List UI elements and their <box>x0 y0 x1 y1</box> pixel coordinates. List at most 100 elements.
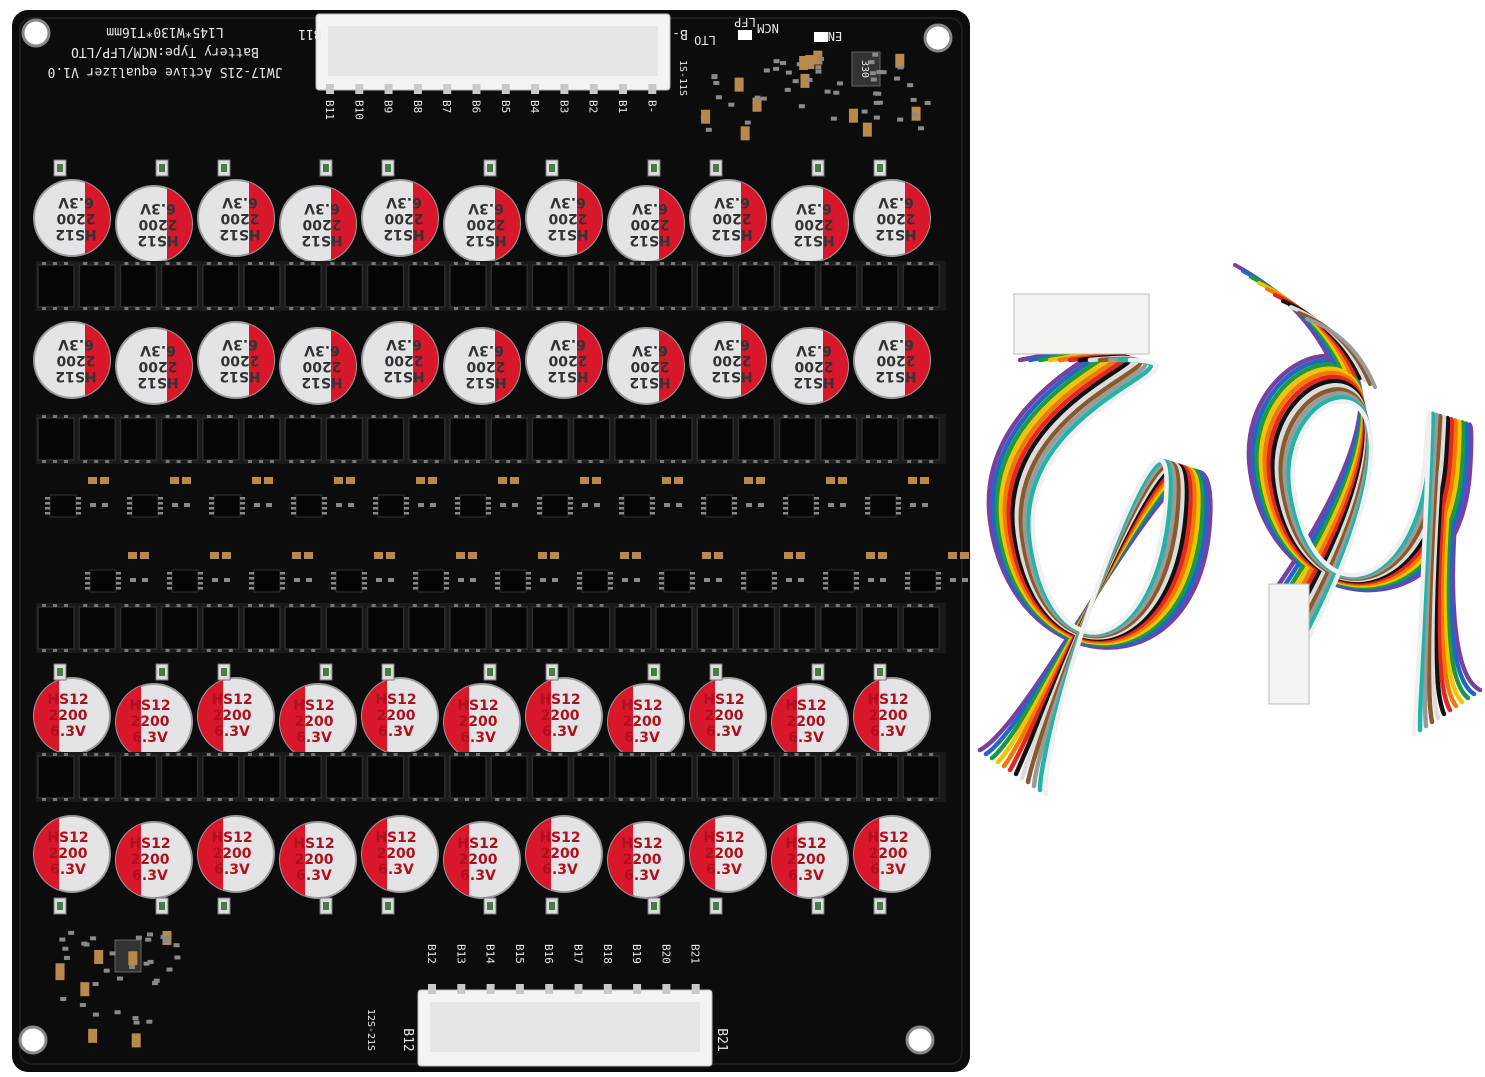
bottom-pin-label: B20 <box>659 944 672 964</box>
mosfet <box>902 606 940 650</box>
mosfet <box>572 606 611 650</box>
capacitor-marking: HS12 <box>621 836 662 852</box>
mosfet <box>408 606 446 650</box>
capacitor-marking: 6.3V <box>304 342 340 358</box>
mosfet <box>160 264 199 308</box>
bottom-pin-label: B14 <box>484 944 497 964</box>
capacitor-marking: 2200 <box>49 708 88 724</box>
capacitor-marking: 6.3V <box>706 724 742 740</box>
mosfet <box>78 755 116 799</box>
mode-label: LTO <box>694 33 716 47</box>
capacitor-marking: 6.3V <box>50 862 86 878</box>
mosfet <box>449 417 487 461</box>
board-title: JW17-21S Active equalizer V1.0 <box>48 64 283 79</box>
capacitor-marking: 6.3V <box>214 724 250 740</box>
mosfet <box>284 417 322 461</box>
mosfet <box>408 755 446 799</box>
driver-ic <box>377 494 405 518</box>
mosfet <box>696 264 734 308</box>
top-pin-label: B1 <box>616 100 629 113</box>
capacitor-marking: HS12 <box>711 368 752 384</box>
mounting-hole <box>18 1025 48 1055</box>
capacitor-marking: HS12 <box>219 368 260 384</box>
mosfet <box>614 417 652 461</box>
bottom-pin-label: B19 <box>630 944 643 964</box>
bottom-pin-label: B12 <box>425 944 438 964</box>
top-pin-label: B7 <box>440 100 453 113</box>
capacitor-marking: HS12 <box>629 232 670 248</box>
mosfet <box>490 417 528 461</box>
driver-ic <box>131 494 159 518</box>
mosfet <box>572 755 611 799</box>
control-circuit-bottom <box>55 930 181 1048</box>
mosfet <box>820 417 858 461</box>
mosfet <box>696 606 734 650</box>
capacitor-marking: HS12 <box>867 692 908 708</box>
mosfet <box>325 417 364 461</box>
capacitor-marking: 2200 <box>548 352 587 368</box>
driver-ic <box>869 494 897 518</box>
capacitor-marking: 6.3V <box>870 862 906 878</box>
balance-cable-10pin <box>1233 263 1483 737</box>
mosfet <box>778 264 817 308</box>
capacitor-marking: 2200 <box>876 210 915 226</box>
mosfet-rows <box>36 261 946 802</box>
mosfet <box>243 264 281 308</box>
capacitor-marking: 6.3V <box>878 194 914 210</box>
capacitor-marking: 6.3V <box>542 724 578 740</box>
capacitor-marking: 2200 <box>466 216 505 232</box>
capacitor-marking: HS12 <box>137 232 178 248</box>
capacitor-marking: HS12 <box>383 368 424 384</box>
capacitor-marking: 6.3V <box>788 730 824 746</box>
capacitor-marking: 2200 <box>220 210 259 226</box>
mosfet <box>902 417 940 461</box>
mosfet <box>655 417 693 461</box>
mosfet <box>366 264 405 308</box>
mosfet <box>614 606 652 650</box>
driver-ic <box>787 494 815 518</box>
capacitor-marking: 6.3V <box>788 868 824 884</box>
capacitor-marking: 6.3V <box>460 868 496 884</box>
mosfet <box>37 755 75 799</box>
top-pin-label: B10 <box>352 100 365 120</box>
capacitor-marking: 6.3V <box>550 194 586 210</box>
capacitor-marking: 2200 <box>459 714 498 730</box>
mosfet <box>325 755 364 799</box>
capacitor-marking: HS12 <box>211 830 252 846</box>
capacitor-marking: 6.3V <box>140 342 176 358</box>
capacitor-marking: 6.3V <box>468 200 504 216</box>
mosfet <box>119 755 158 799</box>
capacitor-marking: 2200 <box>794 358 833 374</box>
mosfet <box>572 417 611 461</box>
capacitor-marking: HS12 <box>465 374 506 390</box>
mosfet <box>737 606 776 650</box>
capacitor-marking: 2200 <box>876 352 915 368</box>
mosfet <box>449 264 487 308</box>
capacitor-marking: HS12 <box>137 374 178 390</box>
mosfet <box>490 264 528 308</box>
mosfet <box>696 417 734 461</box>
mosfet <box>737 264 776 308</box>
capacitor-marking: HS12 <box>703 692 744 708</box>
mosfet <box>861 417 899 461</box>
capacitor-marking: 6.3V <box>386 336 422 352</box>
capacitor-marking: HS12 <box>785 836 826 852</box>
control-circuit-top <box>700 50 931 141</box>
top-pin-label: B5 <box>499 100 512 113</box>
capacitor-marking: 6.3V <box>58 194 94 210</box>
